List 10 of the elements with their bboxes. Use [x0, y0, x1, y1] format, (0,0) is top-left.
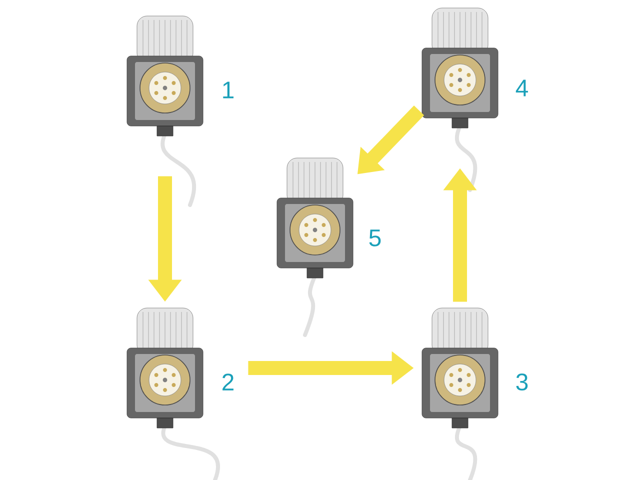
connector-drawing	[276, 158, 354, 337]
callout-number: 1	[223, 82, 234, 98]
connector-drawing	[422, 8, 498, 192]
connector-drawing	[126, 16, 204, 207]
callout-number: 2	[222, 374, 234, 390]
callout-number: 4	[516, 80, 528, 96]
connector-drawing	[422, 308, 498, 480]
callout-number: 5	[369, 230, 381, 246]
connector-drawing	[126, 308, 220, 480]
callout-number: 3	[516, 374, 528, 390]
